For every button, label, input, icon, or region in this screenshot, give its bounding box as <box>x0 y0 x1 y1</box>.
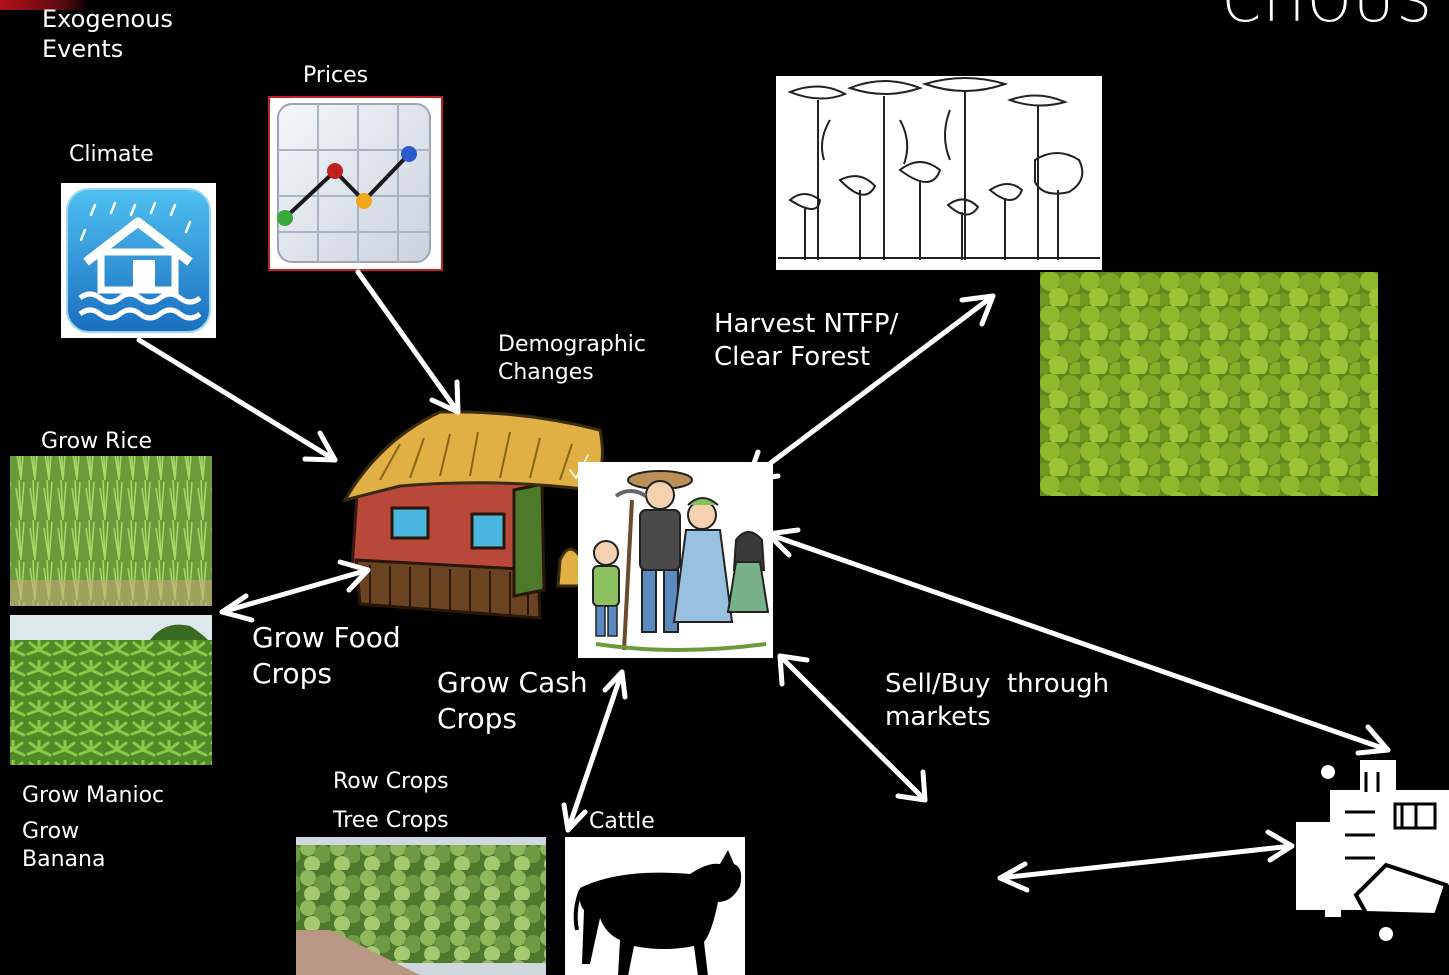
grow-cash-line-2: Crops <box>437 702 517 736</box>
arrow-prices-to-hut <box>355 269 461 415</box>
grow-food-line-2: Crops <box>252 657 332 691</box>
tree-crop-orchard-photo <box>296 837 546 975</box>
grow-cash-crops-label: Grow Cash Crops <box>437 665 588 738</box>
cow-silhouette <box>565 837 745 975</box>
arrow-harvest-forest <box>745 293 996 483</box>
arrow-city-farmer <box>765 527 1391 756</box>
exogenous-events-label: Exogenous Events <box>42 4 173 64</box>
grow-food-crops-label: Grow Food Crops <box>252 620 401 693</box>
demographic-line-1: Demographic <box>498 332 646 357</box>
arrow-cash-crops <box>561 669 628 833</box>
exogenous-line-1: Exogenous <box>42 5 173 33</box>
sell-buy-line-2: markets <box>885 701 991 732</box>
corner-accent <box>0 0 90 10</box>
arrow-food-crops <box>219 559 371 623</box>
arrows <box>136 269 1391 893</box>
arrow-markets-farmer <box>777 653 928 803</box>
climate-label: Climate <box>69 142 154 167</box>
grow-banana-label: Grow Banana <box>22 818 105 873</box>
price-chart-icon <box>268 96 443 271</box>
manioc-field-photo <box>10 615 212 765</box>
grow-food-line-1: Grow Food <box>252 621 401 654</box>
grow-manioc-label: Grow Manioc <box>22 783 165 808</box>
sell-buy-line-1: Sell/Buy through <box>885 669 1110 699</box>
prices-label: Prices <box>303 63 369 88</box>
slide-title: CHOUS <box>1222 0 1434 35</box>
demographic-changes-label: Demographic Changes <box>498 331 646 386</box>
demographic-line-2: Changes <box>498 359 594 385</box>
row-crops-label: Row Crops <box>333 769 449 794</box>
exogenous-line-2: Events <box>42 35 124 63</box>
forest-canopy-photo <box>1040 272 1378 496</box>
grow-rice-label: Grow Rice <box>41 429 153 454</box>
thatched-hut <box>341 410 604 620</box>
cattle-label: Cattle <box>589 809 655 834</box>
harvest-line-1: Harvest NTFP/ <box>714 309 899 339</box>
harvest-line-2: Clear Forest <box>714 341 871 372</box>
flood-house-icon <box>61 183 216 338</box>
forest-drawing <box>776 76 1102 270</box>
arrow-climate-to-hut <box>136 337 338 463</box>
sell-buy-markets-label: Sell/Buy through markets <box>885 668 1109 733</box>
arrow-demographic <box>569 454 589 479</box>
grow-cash-line-1: Grow Cash <box>437 666 588 699</box>
tree-crops-label: Tree Crops <box>333 808 449 833</box>
arrow-city-markets <box>997 829 1295 893</box>
grow-banana-line-1: Grow <box>22 819 80 844</box>
harvest-ntfp-label: Harvest NTFP/ Clear Forest <box>714 308 898 373</box>
farmer-family <box>578 462 773 658</box>
city-market-icon <box>1296 760 1449 941</box>
grow-banana-line-2: Banana <box>22 846 106 872</box>
rice-field-soil <box>10 580 212 606</box>
